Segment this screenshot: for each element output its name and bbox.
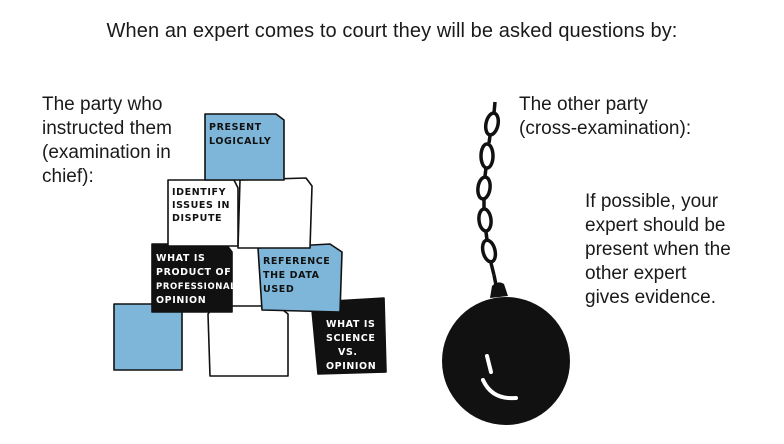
cube-label: LOGICALLY bbox=[209, 136, 271, 147]
cube-label: OPINION bbox=[156, 295, 206, 306]
cube-label: PRESENT bbox=[209, 122, 262, 133]
left-party-line: instructed them bbox=[42, 118, 172, 139]
note-line: gives evidence. bbox=[585, 287, 716, 308]
note-line: other expert bbox=[585, 263, 687, 284]
note-line: If possible, your bbox=[585, 191, 719, 212]
cube-label: PRODUCT OF bbox=[156, 267, 231, 278]
note-line: expert should be bbox=[585, 215, 726, 236]
cube-label: ISSUES IN bbox=[172, 200, 230, 211]
wrecking-ball-icon bbox=[442, 282, 570, 425]
cube-label: THE DATA bbox=[263, 270, 320, 281]
cube-label: WHAT IS bbox=[326, 319, 375, 330]
note-line: present when the bbox=[585, 239, 731, 260]
cube-blue-bottom-left bbox=[113, 303, 183, 371]
right-party-line: The other party bbox=[519, 94, 648, 115]
cube-label: DISPUTE bbox=[172, 213, 222, 224]
cube-identify-issues: IDENTIFY ISSUES IN DISPUTE bbox=[167, 179, 239, 247]
cube-label: WHAT IS bbox=[156, 253, 205, 264]
left-party-line: (examination in bbox=[42, 142, 171, 163]
left-party-line: The party who bbox=[42, 94, 163, 115]
chain-icon bbox=[476, 101, 501, 291]
cube-label: USED bbox=[263, 284, 294, 295]
cube-science-vs-opinion: WHAT IS SCIENCE VS. OPINION bbox=[311, 297, 387, 375]
cube-reference-data: REFERENCE THE DATA USED bbox=[257, 243, 343, 313]
cube-white-middle bbox=[237, 177, 313, 249]
cube-label: SCIENCE bbox=[326, 333, 375, 344]
cube-professional-opinion: WHAT IS PRODUCT OF PROFESSIONAL OPINION bbox=[151, 243, 236, 313]
cube-label: REFERENCE bbox=[263, 256, 330, 267]
page-title: When an expert comes to court they will … bbox=[106, 20, 678, 42]
cube-label: OPINION bbox=[326, 361, 376, 372]
left-party-line: chief): bbox=[42, 166, 94, 187]
cube-label: PROFESSIONAL bbox=[156, 282, 236, 292]
left-party-caption: The party who instructed them (examinati… bbox=[42, 93, 172, 189]
right-party-line: (cross-examination): bbox=[519, 118, 692, 139]
cube-label: IDENTIFY bbox=[172, 187, 226, 198]
right-party-caption: The other party (cross-examination): bbox=[519, 93, 691, 141]
cube-white-bottom-middle bbox=[207, 305, 289, 377]
cube-present-logically: PRESENT LOGICALLY bbox=[204, 113, 285, 181]
cube-label: VS. bbox=[338, 347, 358, 358]
expert-note: If possible, your expert should be prese… bbox=[585, 190, 731, 310]
